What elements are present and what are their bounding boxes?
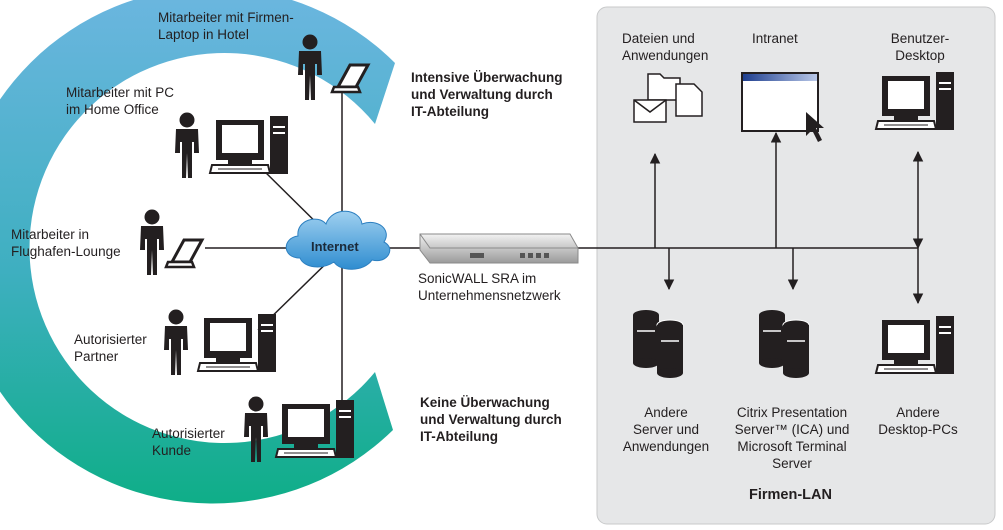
partner (164, 309, 277, 375)
folder-icon (647, 73, 681, 101)
customer (244, 396, 355, 462)
person-icon (175, 112, 199, 178)
cursor-icon (806, 112, 824, 142)
label-pc-home: Mitarbeiter mit PC im Home Office (66, 85, 175, 117)
internet-cloud-icon (285, 210, 391, 270)
label-other-servers: Andere Server und Anwendungen (622, 405, 710, 454)
label-other-pcs: Andere Desktop-PCs (878, 405, 958, 437)
pc-icon (197, 313, 277, 373)
label-laptop-hotel: Mitarbeiter mit Firmen- Laptop in Hotel (158, 10, 294, 42)
label-appliance: SonicWALL SRA im Unternehmensnetzwerk (418, 271, 561, 303)
lan-title: Firmen-LAN (749, 487, 832, 503)
browser-window-icon (741, 72, 819, 132)
envelope-icon (633, 99, 667, 123)
employee-home-office (175, 112, 289, 178)
document-icon (675, 83, 703, 117)
person-icon (164, 309, 188, 375)
label-managed: Intensive Überwachung und Verwaltung dur… (411, 70, 563, 119)
label-intranet: Intranet (752, 31, 798, 46)
label-customer: Autorisierter Kunde (152, 426, 225, 458)
label-airport: Mitarbeiter in Flughafen-Lounge (11, 227, 121, 259)
label-partner: Autorisierter Partner (74, 332, 147, 364)
files-apps-icon (633, 73, 703, 123)
access-arc (0, 0, 395, 504)
corporate-lan-panel (596, 6, 996, 525)
label-internet: Internet (311, 239, 359, 254)
pc-icon (209, 115, 289, 175)
person-icon (140, 209, 164, 275)
pc-icon (275, 399, 355, 459)
label-unmanaged: Keine Überwachung und Verwaltung durch I… (420, 395, 562, 444)
label-files: Dateien und Anwendungen (622, 31, 709, 63)
user-desktop-pc-icon (875, 71, 955, 131)
label-user-desktop: Benutzer- Desktop (890, 31, 950, 63)
lan-arrows (649, 131, 924, 305)
employee-airport (140, 209, 204, 275)
sonicwall-appliance-icon (419, 233, 579, 264)
label-citrix: Citrix Presentation Server™ (ICA) und Mi… (734, 405, 850, 471)
laptop-icon (164, 238, 204, 269)
intranet-browser-icon (741, 72, 824, 142)
other-desktop-pcs-icon (875, 315, 955, 375)
